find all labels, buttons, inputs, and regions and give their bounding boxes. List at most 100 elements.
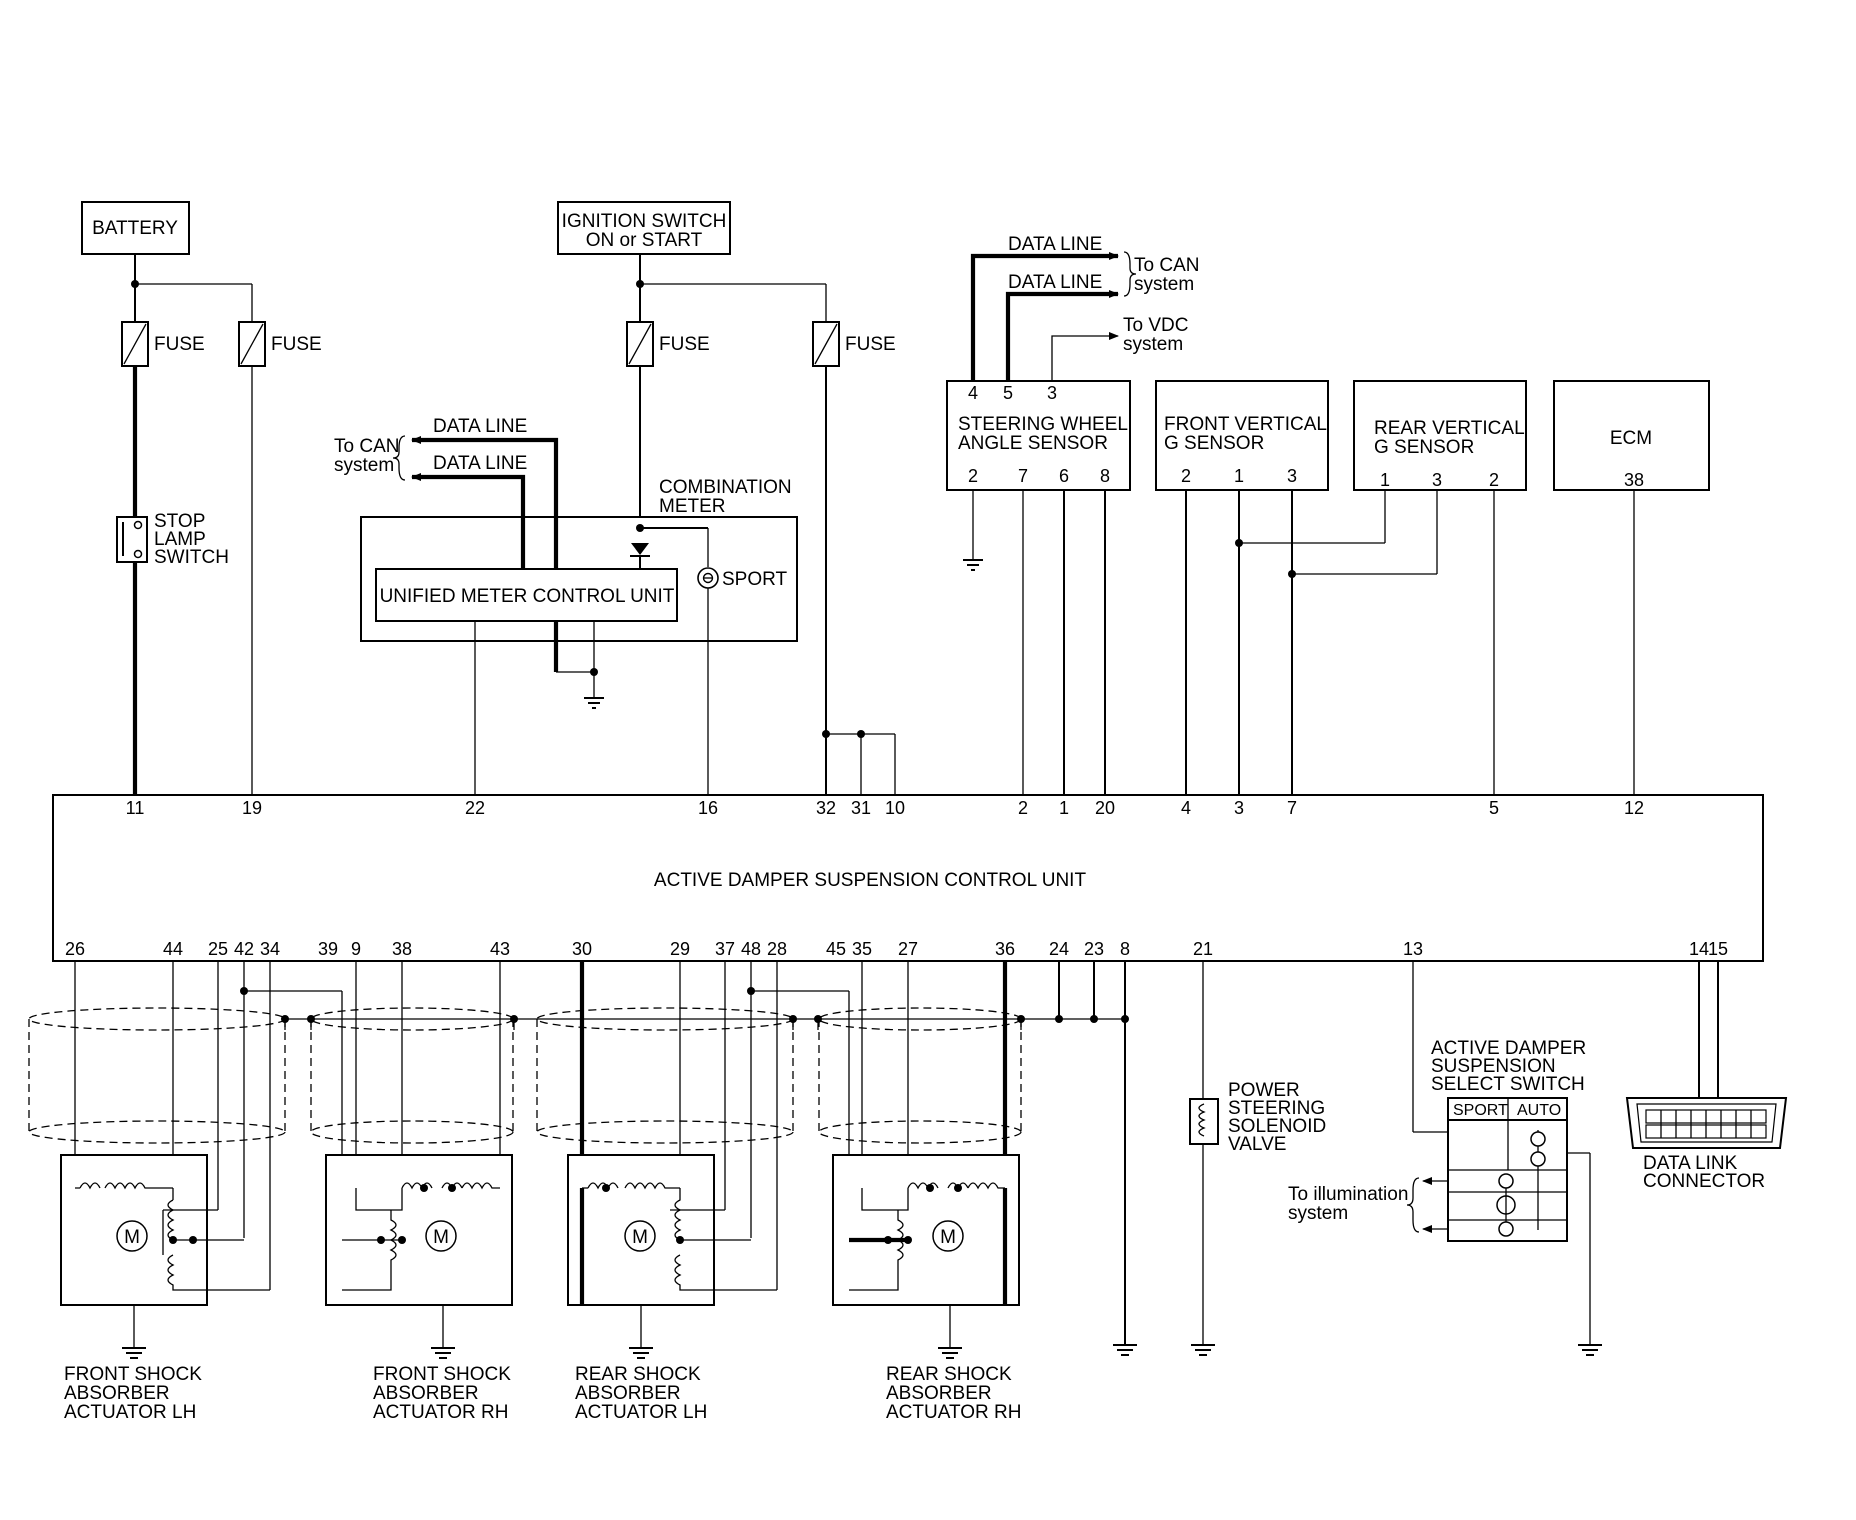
ground-icon bbox=[431, 1305, 455, 1359]
stop-lamp-label-1: STOP bbox=[154, 511, 205, 532]
ground-icon bbox=[122, 1305, 146, 1359]
pin-label: 42 bbox=[234, 939, 254, 959]
pin-label: 1 bbox=[1059, 798, 1069, 818]
pin-label: 13 bbox=[1403, 939, 1423, 959]
steering-sensor-label-1: STEERING WHEEL bbox=[958, 414, 1128, 435]
to-can-label-1: To CAN bbox=[334, 436, 399, 457]
front-shock-actuator-lh: M bbox=[60, 1154, 270, 1306]
pin-label: 3 bbox=[1234, 798, 1244, 818]
pin-label: 2 bbox=[1018, 798, 1028, 818]
fuse-battery-1 bbox=[121, 321, 149, 367]
pin-label: 20 bbox=[1095, 798, 1115, 818]
shield-icon bbox=[818, 1007, 1022, 1144]
motor-icon: M bbox=[433, 1227, 449, 1248]
pin-label: 31 bbox=[851, 798, 871, 818]
ps-solenoid-label: SOLENOID bbox=[1228, 1116, 1326, 1137]
pin-label: 39 bbox=[318, 939, 338, 959]
to-can-label-1: To CAN bbox=[1134, 255, 1199, 276]
actuator-label: FRONT SHOCK bbox=[373, 1364, 511, 1385]
actuator-label: ABSORBER bbox=[64, 1383, 170, 1404]
shield-icon bbox=[536, 1007, 794, 1144]
actuator-label: ACTUATOR RH bbox=[886, 1402, 1021, 1423]
fuse-label: FUSE bbox=[271, 334, 322, 355]
pin-label: 2 bbox=[1489, 470, 1499, 490]
select-switch-label: ACTIVE DAMPER bbox=[1431, 1038, 1586, 1059]
motor-icon: M bbox=[632, 1227, 648, 1248]
active-damper-control-unit-box bbox=[52, 794, 1764, 962]
steering-wheel-angle-sensor-box bbox=[946, 380, 1131, 491]
front-shock-actuator-rh: M bbox=[325, 1154, 513, 1306]
combination-meter-label-2: METER bbox=[659, 496, 726, 517]
data-line-label: DATA LINE bbox=[1008, 272, 1102, 293]
brace-icon bbox=[392, 435, 406, 481]
unified-meter-control-unit-box bbox=[375, 568, 678, 622]
fuse-label: FUSE bbox=[659, 334, 710, 355]
data-link-connector-icon bbox=[1625, 1097, 1788, 1149]
stop-lamp-switch bbox=[116, 516, 148, 563]
pin-label: 3 bbox=[1287, 466, 1297, 486]
select-switch-sport: SPORT bbox=[1453, 1102, 1508, 1119]
fuse-ignition-1 bbox=[626, 321, 654, 367]
pin-label: 2 bbox=[1181, 466, 1191, 486]
ground-icon bbox=[1191, 1344, 1215, 1356]
pin-label: 27 bbox=[898, 939, 918, 959]
ground-icon bbox=[584, 697, 604, 709]
data-link-label: DATA LINK bbox=[1643, 1153, 1738, 1174]
pin-label: 34 bbox=[260, 939, 280, 959]
rear-g-label-2: G SENSOR bbox=[1374, 437, 1474, 458]
pin-label: 5 bbox=[1003, 383, 1013, 403]
data-line-label: DATA LINE bbox=[1008, 234, 1102, 255]
to-can-label-2: system bbox=[334, 455, 394, 476]
actuator-wiring bbox=[74, 961, 1129, 1345]
illumination-label: To illumination bbox=[1288, 1184, 1408, 1205]
stop-lamp-label-3: SWITCH bbox=[154, 547, 229, 568]
ps-solenoid-label: VALVE bbox=[1228, 1134, 1286, 1155]
control-unit-label: ACTIVE DAMPER SUSPENSION CONTROL UNIT bbox=[654, 870, 1087, 891]
pin-label: 43 bbox=[490, 939, 510, 959]
battery-label: BATTERY bbox=[92, 218, 178, 239]
pin-label: 1 bbox=[1234, 466, 1244, 486]
pin-label: 36 bbox=[995, 939, 1015, 959]
pin-label: 45 bbox=[826, 939, 846, 959]
data-line-label: DATA LINE bbox=[433, 453, 527, 474]
actuator-label: ABSORBER bbox=[886, 1383, 992, 1404]
ground-icon bbox=[1578, 1344, 1602, 1356]
pin-label: 3 bbox=[1432, 470, 1442, 490]
pin-label: 19 bbox=[242, 798, 262, 818]
pin-label: 16 bbox=[698, 798, 718, 818]
pin-label: 4 bbox=[968, 383, 978, 403]
select-switch-label: SUSPENSION bbox=[1431, 1056, 1556, 1077]
select-switch-auto: AUTO bbox=[1517, 1102, 1561, 1119]
shield-icon bbox=[28, 1007, 286, 1144]
sport-indicator-icon bbox=[697, 567, 719, 589]
data-line-label: DATA LINE bbox=[433, 416, 527, 437]
to-vdc-label-2: system bbox=[1123, 334, 1183, 355]
to-vdc-label-1: To VDC bbox=[1123, 315, 1188, 336]
pin-label: 37 bbox=[715, 939, 735, 959]
select-switch bbox=[1447, 1097, 1568, 1242]
actuator-label: ACTUATOR RH bbox=[373, 1402, 508, 1423]
pin-label: 6 bbox=[1059, 466, 1069, 486]
solenoid-valve-icon bbox=[1189, 1098, 1219, 1145]
pin-label: 48 bbox=[741, 939, 761, 959]
fuse-label: FUSE bbox=[154, 334, 205, 355]
pin-label: 3 bbox=[1047, 383, 1057, 403]
motor-icon: M bbox=[124, 1227, 140, 1248]
brace-icon bbox=[1406, 1177, 1420, 1233]
ground-icon bbox=[1113, 1344, 1137, 1356]
pin-label: 38 bbox=[392, 939, 412, 959]
pin-label: 24 bbox=[1049, 939, 1069, 959]
ps-solenoid-label: STEERING bbox=[1228, 1098, 1325, 1119]
ps-solenoid-label: POWER bbox=[1228, 1080, 1300, 1101]
front-vertical-g-sensor-box bbox=[1155, 380, 1329, 491]
ignition-label-2: ON or START bbox=[586, 230, 703, 251]
actuator-label: FRONT SHOCK bbox=[64, 1364, 202, 1385]
ignition-label-1: IGNITION SWITCH bbox=[562, 211, 727, 232]
pin-label: 32 bbox=[816, 798, 836, 818]
actuator-label: REAR SHOCK bbox=[575, 1364, 701, 1385]
pin-label: 15 bbox=[1708, 939, 1728, 959]
ground-icon bbox=[629, 1305, 653, 1359]
front-g-label-2: G SENSOR bbox=[1164, 433, 1264, 454]
stop-lamp-label-2: LAMP bbox=[154, 529, 206, 550]
